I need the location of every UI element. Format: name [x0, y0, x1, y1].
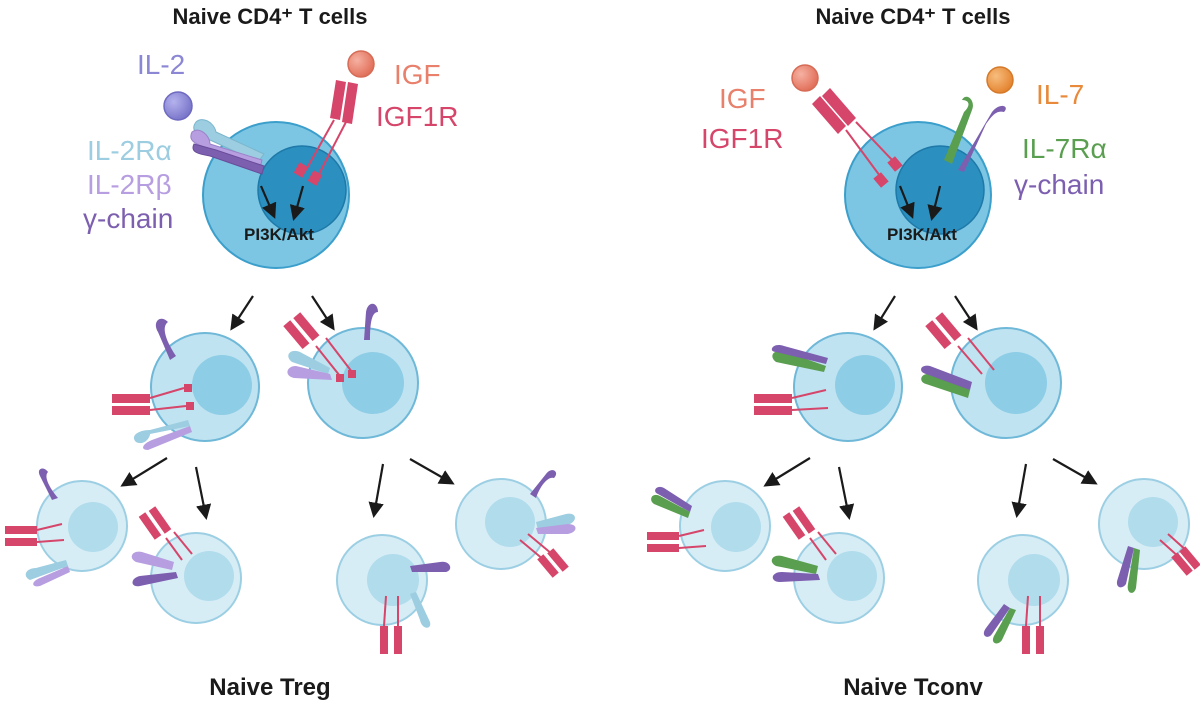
- left-arrow-gen2-a: [120, 457, 168, 487]
- left-gen2-cell-4: [455, 470, 576, 578]
- left-arrow-gen1-a: [230, 295, 254, 331]
- right-label-gamma: γ-chain: [1014, 169, 1104, 200]
- right-parent-pathway: PI3K/Akt: [887, 225, 957, 244]
- right-igf-ligand-icon: [791, 64, 819, 92]
- left-label-il2: IL-2: [137, 49, 185, 80]
- il2-ligand-icon: [163, 91, 193, 121]
- left-signal-arrow-1: [259, 185, 277, 219]
- left-gen1-cell-1: [112, 318, 260, 450]
- right-gen2-cell-4: [1098, 478, 1200, 593]
- left-label-il2rb: IL-2Rβ: [87, 169, 172, 200]
- left-arrow-gen2-d: [409, 458, 455, 485]
- left-arrow-gen1-b: [311, 295, 335, 331]
- left-gen2-cell-2: [131, 506, 242, 624]
- right-arrow-gen1-a: [873, 295, 896, 331]
- right-gen2-cell-3: [977, 534, 1069, 654]
- left-gen2-cell-3: [336, 534, 451, 654]
- right-signal-arrow-2: [927, 185, 943, 221]
- right-label-igf1r: IGF1R: [701, 123, 783, 154]
- right-arrow-gen2-d: [1052, 458, 1098, 485]
- right-label-il7ra: IL-7Rα: [1022, 133, 1107, 164]
- left-footer: Naive Treg: [209, 674, 330, 701]
- il7-receptor-complex-icon: [944, 96, 1006, 172]
- left-gen2-cell-1: [5, 468, 128, 587]
- right-igf1r-receptor-icon: [812, 88, 903, 188]
- right-label-il7: IL-7: [1036, 79, 1084, 110]
- right-arrow-gen1-b: [954, 295, 978, 331]
- right-gen2-cell-1: [647, 480, 771, 572]
- right-arrow-gen2-a: [763, 457, 811, 487]
- il2-receptor-complex-icon: [190, 119, 265, 175]
- left-gen1-cell-2: [283, 303, 419, 439]
- right-signal-arrow-1: [898, 185, 915, 219]
- right-arrow-gen2-c: [1011, 463, 1028, 519]
- right-arrow-gen2-b: [837, 466, 855, 521]
- right-label-igf: IGF: [719, 83, 766, 114]
- left-title: Naive CD4⁺ T cells: [172, 4, 367, 29]
- left-label-gamma: γ-chain: [83, 203, 173, 234]
- right-gen1-cell-2: [921, 312, 1062, 439]
- il7-ligand-icon: [986, 66, 1014, 94]
- right-footer: Naive Tconv: [843, 674, 983, 701]
- right-gen1-cell-1: [754, 332, 903, 442]
- left-label-il2ra: IL-2Rα: [87, 135, 172, 166]
- left-signal-arrow-2: [289, 185, 305, 221]
- right-gen2-cell-2: [771, 506, 885, 624]
- igf-ligand-icon: [347, 50, 375, 78]
- left-arrow-gen2-c: [368, 463, 385, 519]
- right-parent-cell: [844, 121, 992, 269]
- left-arrow-gen2-b: [194, 466, 212, 521]
- left-parent-pathway: PI3K/Akt: [244, 225, 314, 244]
- left-label-igf1r: IGF1R: [376, 101, 458, 132]
- igf1r-receptor-icon: [293, 80, 358, 186]
- right-title: Naive CD4⁺ T cells: [815, 4, 1010, 29]
- left-label-igf: IGF: [394, 59, 441, 90]
